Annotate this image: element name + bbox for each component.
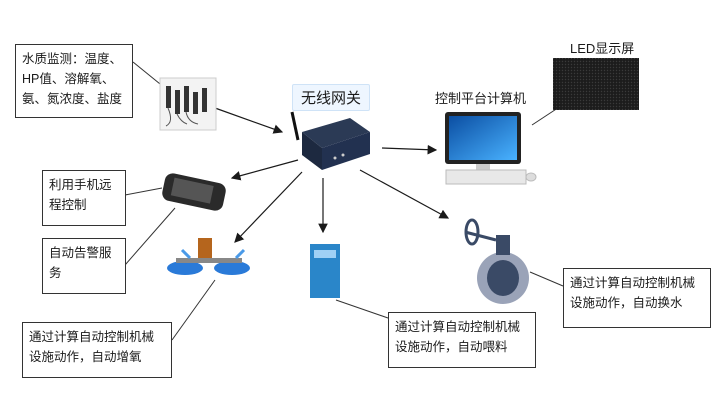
- sensor-line-3: 氨、氮浓度、盐度: [22, 92, 123, 106]
- feeder-image: [310, 244, 340, 298]
- valve-box: 通过计算自动控制机械 设施动作，自动换水: [563, 268, 711, 328]
- leader-aerator: [171, 279, 216, 341]
- sensor-line-1: 水质监测：温度、: [22, 52, 123, 66]
- sensor-box: 水质监测：温度、 HP值、溶解氧、 氨、氮浓度、盐度: [15, 44, 133, 118]
- feeder-line-1: 通过计算自动控制机械: [395, 320, 521, 334]
- arrow-gateway-aerator: [234, 171, 303, 243]
- aerator-image: [167, 238, 250, 275]
- pc-label: 控制平台计算机: [435, 91, 527, 106]
- led-screen-image: [553, 58, 639, 110]
- arrow-gateway-valve: [359, 169, 450, 219]
- aerator-line-1: 通过计算自动控制机械: [29, 330, 155, 344]
- computer-image: [445, 112, 537, 185]
- leader-valve: [529, 271, 564, 287]
- sensor-probes-image: [159, 77, 217, 131]
- valve-line-1: 通过计算自动控制机械: [570, 276, 696, 290]
- sensor-line-2: HP值、溶解氧、: [22, 72, 115, 86]
- alarm-line-2: 务: [49, 266, 62, 280]
- arrow-sensor-gateway: [214, 107, 284, 134]
- gateway-title: 无线网关: [292, 84, 371, 111]
- aerator-line-2: 设施动作，自动增氧: [29, 350, 142, 364]
- feeder-line-2: 设施动作，自动喂料: [395, 340, 508, 354]
- arrow-gateway-phone: [230, 159, 299, 181]
- leader-feeder: [335, 299, 389, 319]
- alarm-line-1: 自动告警服: [49, 246, 112, 260]
- feeder-box: 通过计算自动控制机械 设施动作，自动喂料: [388, 312, 536, 368]
- valve-image: [464, 218, 529, 304]
- phone-line-1: 利用手机远: [49, 178, 112, 192]
- aerator-box: 通过计算自动控制机械 设施动作，自动增氧: [22, 322, 172, 378]
- alarm-box: 自动告警服 务: [42, 238, 126, 294]
- led-label: LED显示屏: [570, 41, 635, 56]
- phone-image: [162, 173, 226, 211]
- wireless-gateway-image: [290, 111, 370, 170]
- phone-box: 利用手机远 程控制: [42, 170, 126, 226]
- leader-alarm: [124, 207, 176, 266]
- valve-line-2: 设施动作，自动换水: [570, 296, 683, 310]
- arrow-gateway-pc: [381, 144, 438, 155]
- phone-line-2: 程控制: [49, 198, 87, 212]
- leader-phone: [124, 187, 163, 196]
